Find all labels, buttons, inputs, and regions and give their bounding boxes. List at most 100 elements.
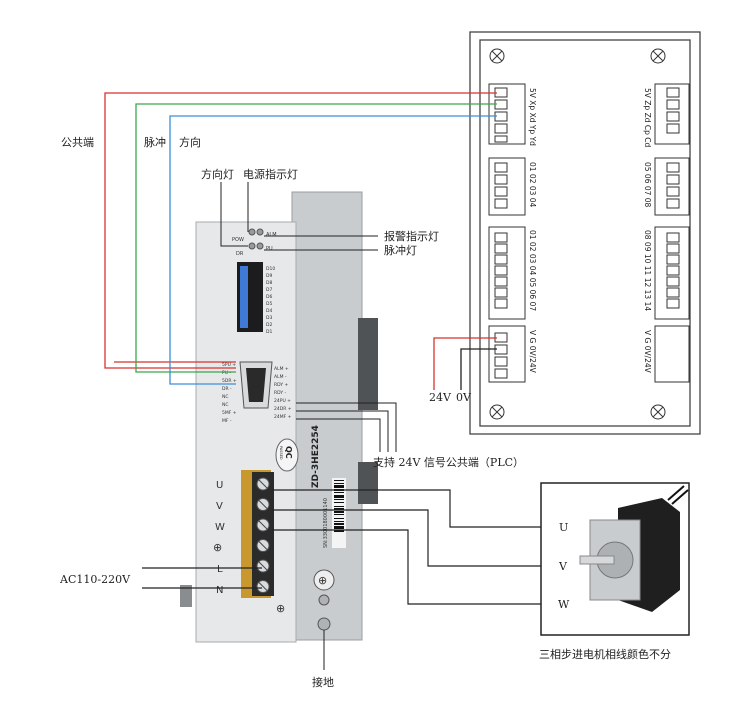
terminal-label-v: V (216, 501, 223, 512)
barcode-bars (334, 480, 344, 532)
pulse-led-label: 脉冲灯 (384, 243, 417, 257)
terminal-screws (256, 477, 270, 593)
led-label-alm: ALM (266, 232, 277, 238)
stepper-motor-box (540, 482, 690, 636)
plc-connector-group-5 (654, 83, 690, 145)
alm-led (256, 228, 264, 236)
plc-label: 5V Xp Xd Yp Yd (528, 88, 537, 146)
svg-text:PASSED: PASSED (279, 446, 283, 460)
pulse-label: 脉冲 (144, 135, 166, 149)
dip-labels: D10 D9 D8 D7 D6 D5 D4 D3 D2 D1 (266, 266, 275, 335)
signal-wires (104, 92, 497, 385)
support-24v-label: 支持 24V 信号公共端（PLC） (373, 455, 524, 469)
screw-slot (258, 479, 268, 489)
motor-u-label: U (559, 521, 568, 534)
pin-label: 5MF + (222, 410, 237, 416)
terminal-label-u: U (216, 480, 223, 491)
pin-label: ALM - (274, 374, 287, 380)
power-led-label: 电源指示灯 (243, 167, 298, 181)
direction-wire (169, 115, 497, 385)
pow-led (248, 228, 256, 236)
plc-label: 5V Zp Zd Cp Cd (643, 88, 652, 147)
pin-label: MF - (222, 418, 232, 424)
plc-label: 01 02 03 04 05 06 07 (528, 230, 537, 311)
serial-label: SN:3300180001140 (323, 498, 329, 548)
dip-label: D4 (266, 308, 272, 314)
earth-icon: ⊕ (276, 602, 285, 615)
plc-connector-group-6 (654, 157, 690, 216)
pin-label: NC (222, 394, 229, 400)
plc-label: V G 0V/24V (643, 330, 652, 374)
plc-24v-wires (296, 402, 397, 452)
pulse-wire (135, 103, 497, 373)
screw-slot (258, 500, 268, 509)
plc-connector-group-3 (488, 226, 526, 320)
power-24v-wires (433, 337, 497, 390)
pin-label: RDY - (274, 390, 287, 396)
plc-connector-group-4 (488, 325, 526, 383)
dip-label: D2 (266, 322, 272, 328)
dip-label: D3 (266, 315, 272, 321)
screw-slot (258, 520, 268, 530)
motor-note-label: 三相步进电机相线颜色不分 (539, 647, 671, 661)
barcode-bar (334, 530, 344, 532)
barcode-bar (334, 485, 344, 488)
barcode-bar (334, 506, 344, 507)
barcode-bar (334, 492, 344, 493)
barcode-bar (334, 514, 344, 515)
barcode-bar (334, 483, 344, 484)
svg-text:⊕: ⊕ (318, 574, 327, 587)
plc-label: 08 09 10 11 12 13 14 (643, 230, 652, 311)
barcode-bar (334, 511, 344, 513)
ac-input-label: AC110-220V (59, 573, 131, 586)
plc-label: 05 06 07 08 (643, 162, 652, 208)
label-24v: 24V (429, 391, 452, 404)
pin-label: RDY + (274, 382, 289, 388)
pin-label: DR - (222, 386, 232, 392)
screw-slot (258, 582, 268, 591)
alarm-led-label: 报警指示灯 (384, 229, 439, 243)
plc-board: 5V Xp Xd Yp Yd 01 02 03 04 01 02 03 04 0… (469, 31, 701, 435)
dr-led (248, 242, 256, 250)
svg-text:QC: QC (284, 446, 293, 459)
plc-label: V G 0V/24V (528, 330, 537, 374)
motor-v-label: V (558, 560, 568, 573)
terminal-label-l: L (217, 564, 223, 575)
pin-label: 24DR + (274, 406, 292, 412)
model-label: ZD-3HE2254 (311, 425, 321, 488)
barcode-bar (334, 480, 344, 481)
motor-w-label: W (558, 598, 570, 611)
plc-label: 01 02 03 04 (528, 162, 537, 208)
ac-input-wires (142, 567, 262, 589)
dip-label: D6 (266, 294, 272, 300)
pu-led (256, 242, 264, 250)
pin-label: 5DR + (222, 378, 237, 384)
barcode-bar (334, 521, 344, 522)
barcode-bar (334, 495, 344, 498)
pin-label: 5PU + (222, 362, 236, 368)
dip-label: D1 (266, 329, 272, 335)
screw-slot (258, 541, 268, 550)
terminal-label-w: W (215, 522, 225, 533)
barcode-bar (334, 508, 344, 510)
pin-label: NC (222, 402, 229, 408)
screw-slot (258, 561, 268, 571)
dip-label: D10 (266, 266, 275, 272)
qc-sticker: QC PASSED (275, 438, 299, 472)
terminal-label-n: N (216, 585, 223, 596)
led-label-dr: DR (236, 251, 244, 257)
barcode-bar (334, 502, 344, 503)
stepper-driver: POW DR ALM PU D10 D9 D8 D7 D6 D5 D4 D3 D… (180, 191, 378, 643)
terminal-block (241, 470, 274, 598)
common-label: 公共端 (61, 136, 94, 149)
pin-label: ALM + (274, 366, 289, 372)
pin-label: PU - (222, 370, 231, 376)
terminal-label-earth: ⊕ (213, 541, 222, 554)
right-pin-labels: ALM + ALM - RDY + RDY - 24PU + 24DR + 24… (274, 366, 292, 420)
plc-connector-group-2 (488, 157, 526, 216)
dir-led-label: 方向灯 (201, 167, 234, 181)
plc-connector-group-7 (654, 226, 690, 320)
barcode-bar (334, 499, 344, 500)
pin-label: 24MF + (274, 414, 292, 420)
